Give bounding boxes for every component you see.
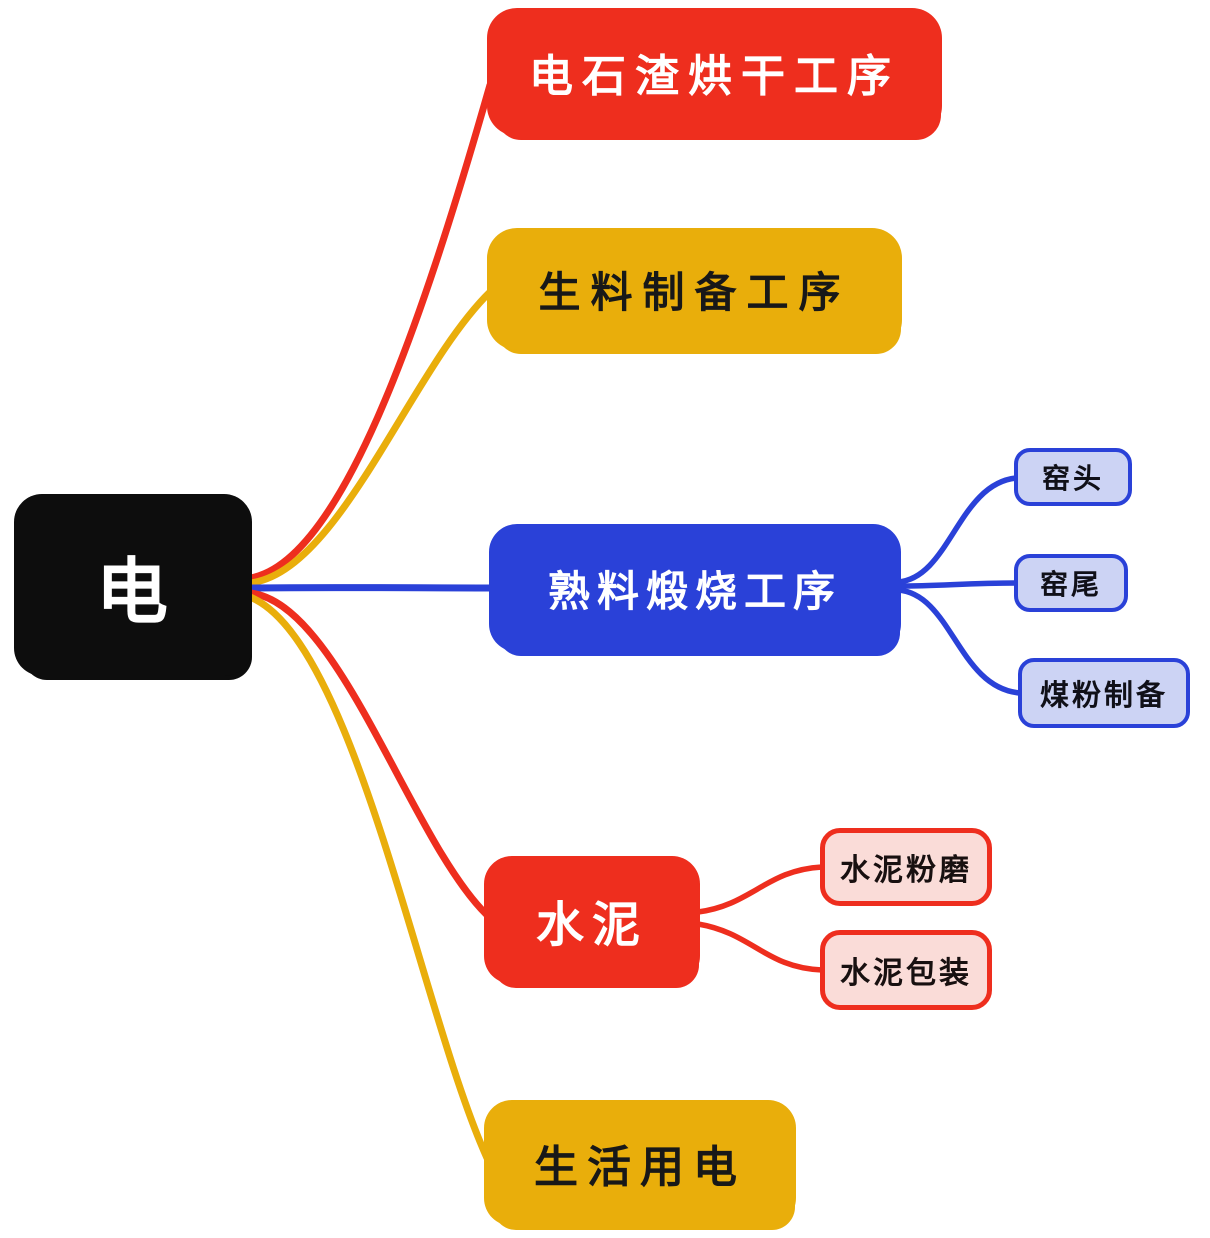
child-label: 水泥包装 [840, 956, 972, 991]
branch-label: 熟料煅烧工序 [547, 566, 842, 616]
branch-carbide-slag-drying: 电石渣烘干工序 [487, 8, 942, 136]
edge-root-to-cement [246, 589, 491, 919]
branch-label: 电石渣烘干工序 [529, 51, 900, 102]
child-coal-powder-preparation: 煤粉制备 [1018, 658, 1190, 728]
branch-label: 生活用电 [534, 1142, 746, 1193]
root-node-label: 电 [95, 549, 170, 634]
child-cement-packaging: 水泥包装 [820, 930, 992, 1010]
edge-clinker-to-kiln-head [895, 475, 1019, 585]
branch-raw-meal-preparation: 生料制备工序 [487, 228, 902, 350]
edge-root-to-domestic-electricity [246, 593, 491, 1162]
child-kiln-head: 窑头 [1014, 448, 1132, 506]
root-node-electricity: 电 [14, 494, 252, 676]
edge-root-to-raw-meal-preparation [246, 288, 494, 587]
edge-cement-to-cement-packaging [695, 921, 825, 973]
child-label: 水泥粉磨 [840, 853, 972, 888]
branch-label: 水泥 [535, 897, 648, 953]
child-label: 窑尾 [1039, 568, 1102, 601]
edge-cement-to-cement-grinding [695, 864, 825, 915]
child-label: 煤粉制备 [1039, 678, 1168, 712]
branch-label: 生料制备工序 [538, 267, 851, 317]
child-kiln-tail: 窑尾 [1014, 554, 1128, 612]
child-cement-grinding: 水泥粉磨 [820, 828, 992, 906]
branch-clinker-calcination: 熟料煅烧工序 [489, 524, 901, 652]
branch-cement: 水泥 [484, 856, 700, 984]
child-label: 窑头 [1041, 462, 1104, 495]
edge-root-to-carbide-slag-drying [246, 81, 494, 582]
edge-clinker-to-kiln-tail [895, 580, 1019, 589]
branch-domestic-electricity: 生活用电 [484, 1100, 796, 1226]
edge-clinker-to-coal-preparation [895, 587, 1023, 696]
